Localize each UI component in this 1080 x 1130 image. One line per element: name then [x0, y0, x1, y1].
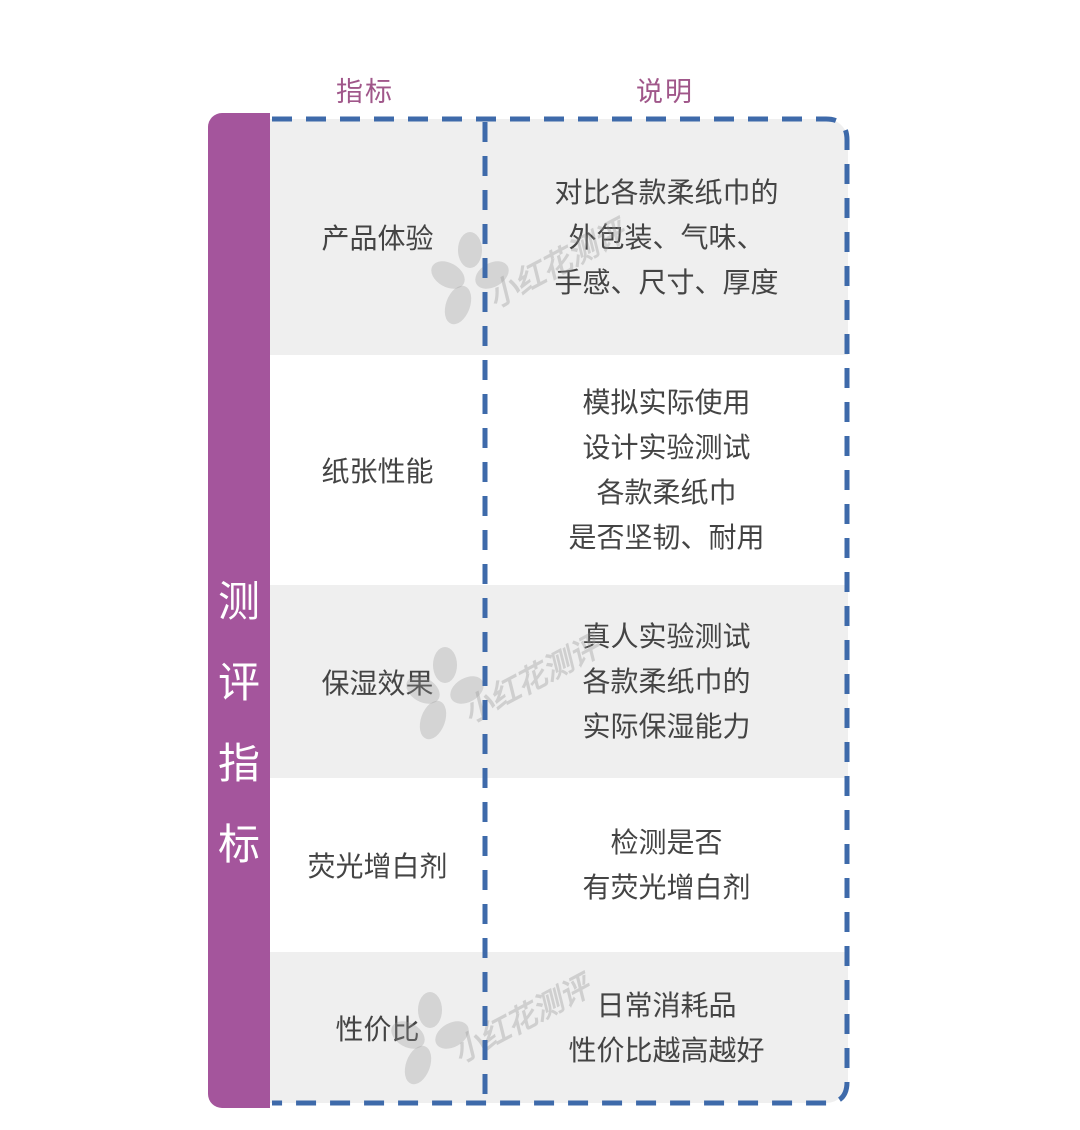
header-description: 说明 [636, 77, 694, 108]
description-line: 模拟实际使用 [582, 386, 751, 419]
watermark-flower-icon [431, 232, 509, 325]
description-line: 性价比越高越好 [568, 1033, 765, 1067]
description-line: 日常消耗品 [596, 988, 737, 1022]
description-cell: 日常消耗品 性价比越高越好 [485, 952, 848, 1103]
indicator-cell: 纸张性能 [321, 455, 434, 488]
table-row: 纸张性能 模拟实际使用 设计实验测试 各款柔纸巾 是否坚韧、耐用 [270, 355, 848, 585]
watermark-flower-icon [391, 992, 469, 1085]
description-cell: 检测是否 有荧光增白剂 [485, 778, 848, 952]
side-label-char: 测 [217, 577, 260, 626]
description-line: 真人实验测试 [582, 620, 751, 653]
description-cell: 对比各款柔纸巾的 外包装、气味、 手感、尺寸、厚度 [485, 119, 848, 355]
indicator-cell: 产品体验 [321, 222, 434, 255]
description-cell: 真人实验测试 各款柔纸巾的 实际保湿能力 [485, 585, 848, 778]
header-indicator: 指标 [336, 77, 394, 108]
description-line: 有荧光增白剂 [582, 871, 751, 904]
outer-dashed-border [272, 116, 850, 1106]
side-label-bar: 测 评 指 标 [208, 113, 270, 1108]
description-line: 检测是否 [610, 826, 723, 859]
side-label-char: 标 [217, 820, 260, 869]
table-row: 保湿效果 真人实验测试 各款柔纸巾的 实际保湿能力 [270, 585, 848, 778]
watermark-flower-icon [406, 647, 484, 740]
description-line: 手感、尺寸、厚度 [554, 265, 779, 299]
side-label-char: 评 [217, 658, 260, 707]
description-cell: 模拟实际使用 设计实验测试 各款柔纸巾 是否坚韧、耐用 [485, 355, 848, 585]
description-line: 实际保湿能力 [582, 710, 751, 743]
side-label-char: 指 [217, 739, 260, 788]
description-line: 是否坚韧、耐用 [568, 521, 765, 554]
description-line: 对比各款柔纸巾的 [554, 175, 779, 209]
description-line: 各款柔纸巾的 [582, 665, 751, 698]
indicator-cell: 荧光增白剂 [307, 850, 448, 883]
description-line: 外包装、气味、 [568, 220, 765, 254]
side-label: 测 评 指 标 [208, 561, 270, 885]
description-line: 各款柔纸巾 [596, 476, 737, 509]
table-row: 产品体验 对比各款柔纸巾的 外包装、气味、 手感、尺寸、厚度 [270, 119, 848, 355]
indicator-cell: 保湿效果 [321, 666, 434, 700]
description-line: 设计实验测试 [582, 431, 751, 464]
table-row: 性价比 日常消耗品 性价比越高越好 [270, 952, 848, 1103]
table-row: 荧光增白剂 检测是否 有荧光增白剂 [270, 778, 848, 952]
indicator-cell: 性价比 [335, 1012, 420, 1046]
